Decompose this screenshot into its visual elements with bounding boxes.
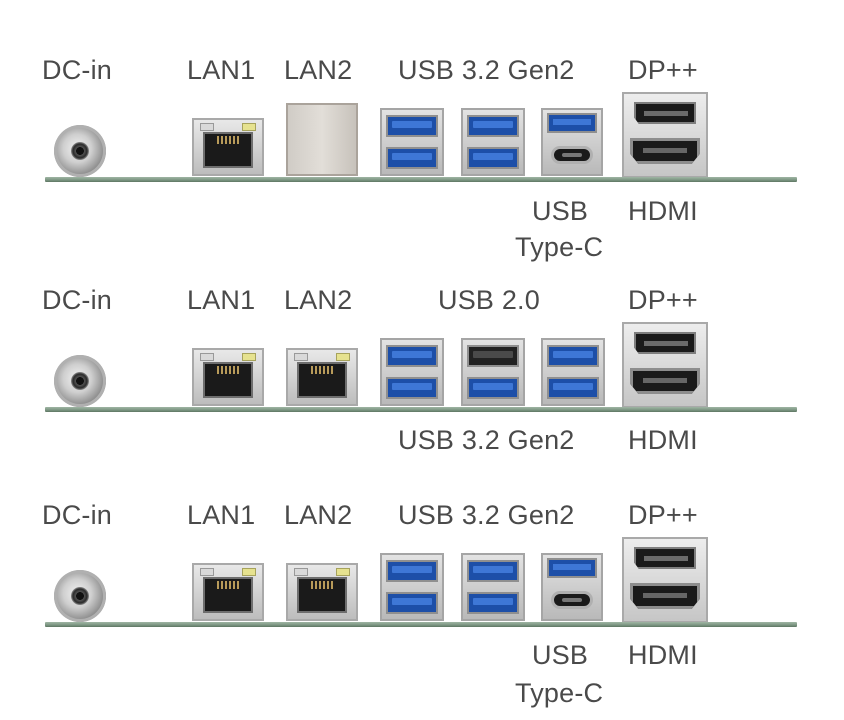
lan2-blank-cover bbox=[286, 103, 358, 176]
label-lan2: LAN2 bbox=[284, 500, 353, 530]
lan2-port bbox=[286, 348, 358, 406]
label-usb-group: USB 2.0 bbox=[438, 285, 540, 315]
usb-a-port bbox=[386, 147, 438, 169]
usb-a-port bbox=[386, 115, 438, 137]
label-lan1: LAN1 bbox=[187, 285, 256, 315]
rj45-socket bbox=[297, 362, 347, 398]
label-usb-group: USB 3.2 Gen2 bbox=[398, 500, 575, 530]
lan2-port bbox=[286, 563, 358, 621]
lan1-port bbox=[192, 348, 264, 406]
led-indicator bbox=[242, 123, 256, 131]
dp-hdmi-stack bbox=[622, 92, 708, 178]
usb-a-port bbox=[467, 377, 519, 399]
usb2-usb3-port bbox=[461, 338, 525, 406]
dc-in-jack bbox=[54, 125, 106, 177]
label-dp: DP++ bbox=[628, 500, 698, 530]
usb-a-port bbox=[467, 560, 519, 582]
usb-a-port bbox=[467, 592, 519, 614]
label-lan1: LAN1 bbox=[187, 55, 256, 85]
dp-hdmi-stack bbox=[622, 537, 708, 623]
usb3-dual-port bbox=[380, 108, 444, 176]
dc-in-jack bbox=[54, 570, 106, 622]
usb-type-c-port bbox=[551, 591, 593, 609]
led-indicator bbox=[242, 568, 256, 576]
usb3-dual-port bbox=[461, 553, 525, 621]
usb-a-port bbox=[547, 558, 597, 578]
label-usb-group-bottom: USB 3.2 Gen2 bbox=[398, 425, 575, 455]
label-usb-group: USB 3.2 Gen2 bbox=[398, 55, 575, 85]
label-hdmi: HDMI bbox=[628, 640, 698, 670]
usb3-dual-port bbox=[380, 338, 444, 406]
lan1-port bbox=[192, 563, 264, 621]
label-dp: DP++ bbox=[628, 55, 698, 85]
label-dc-in: DC-in bbox=[42, 500, 113, 530]
label-lan1: LAN1 bbox=[187, 500, 256, 530]
label-hdmi: HDMI bbox=[628, 196, 698, 226]
usb-a-port bbox=[467, 147, 519, 169]
hdmi-port bbox=[630, 368, 700, 394]
led-indicator bbox=[336, 568, 350, 576]
hdmi-port bbox=[630, 583, 700, 609]
usb3-dual-port bbox=[461, 108, 525, 176]
led-indicator bbox=[242, 353, 256, 361]
label-dc-in: DC-in bbox=[42, 285, 113, 315]
led-indicator bbox=[200, 123, 214, 131]
usb-type-c-port bbox=[551, 146, 593, 164]
displayport-port bbox=[634, 332, 696, 354]
label-lan2: LAN2 bbox=[284, 285, 353, 315]
led-indicator bbox=[200, 568, 214, 576]
label-dp: DP++ bbox=[628, 285, 698, 315]
label-usb-c-line2: Type-C bbox=[515, 678, 604, 708]
usb-a-port bbox=[386, 345, 438, 367]
rj45-socket bbox=[203, 577, 253, 613]
led-indicator bbox=[294, 568, 308, 576]
rj45-socket bbox=[297, 577, 347, 613]
led-indicator bbox=[200, 353, 214, 361]
label-usb-c-line1: USB bbox=[532, 640, 589, 670]
label-dc-in: DC-in bbox=[42, 55, 113, 85]
pcb-edge bbox=[45, 407, 797, 412]
usb-a-port bbox=[386, 377, 438, 399]
usb-a-port bbox=[547, 345, 599, 367]
led-indicator bbox=[294, 353, 308, 361]
usb3-dual-port bbox=[541, 338, 605, 406]
rj45-socket bbox=[203, 132, 253, 168]
usb-a-port bbox=[467, 115, 519, 137]
usb-a-port bbox=[547, 377, 599, 399]
led-indicator bbox=[336, 353, 350, 361]
displayport-port bbox=[634, 102, 696, 124]
lan1-port bbox=[192, 118, 264, 176]
label-hdmi: HDMI bbox=[628, 425, 698, 455]
usb-a-port bbox=[386, 592, 438, 614]
pcb-edge bbox=[45, 177, 797, 182]
usb2-port bbox=[467, 345, 519, 367]
dc-in-jack bbox=[54, 355, 106, 407]
rj45-socket bbox=[203, 362, 253, 398]
label-usb-c-line2: Type-C bbox=[515, 232, 604, 262]
usb-a-port bbox=[547, 113, 597, 133]
dp-hdmi-stack bbox=[622, 322, 708, 408]
hdmi-port bbox=[630, 138, 700, 164]
usb3-typec-stack bbox=[541, 108, 603, 176]
pcb-edge bbox=[45, 622, 797, 627]
label-lan2: LAN2 bbox=[284, 55, 353, 85]
usb-a-port bbox=[386, 560, 438, 582]
usb3-typec-stack bbox=[541, 553, 603, 621]
displayport-port bbox=[634, 547, 696, 569]
label-usb-c-line1: USB bbox=[532, 196, 589, 226]
usb3-dual-port bbox=[380, 553, 444, 621]
